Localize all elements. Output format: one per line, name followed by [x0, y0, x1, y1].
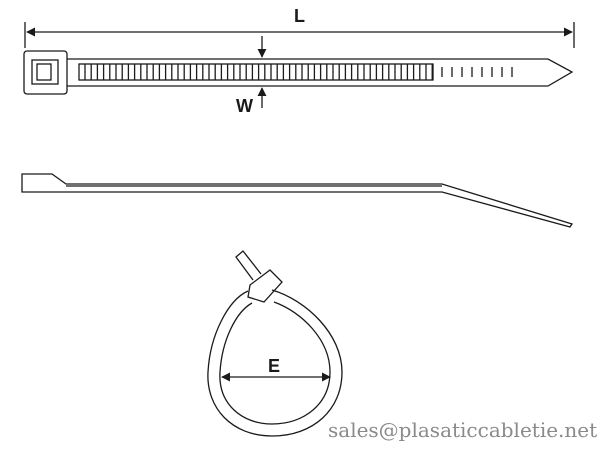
tie-head — [23, 50, 68, 95]
top-view — [23, 22, 575, 108]
loop-outer — [207, 289, 343, 437]
serration-teeth — [84, 64, 433, 80]
diameter-label: E — [268, 356, 280, 376]
serrated-band — [78, 63, 434, 81]
loop-view — [207, 250, 343, 437]
loop-inner — [219, 301, 331, 425]
side-view — [21, 173, 574, 228]
loop-tail — [235, 250, 262, 281]
side-profile — [21, 173, 574, 228]
tie-head-window — [31, 59, 59, 85]
tie-strap — [67, 58, 574, 87]
tie-head-pawl — [36, 63, 52, 81]
watermark: sales@plasaticcabletie.net — [328, 418, 598, 442]
length-label: L — [294, 6, 305, 26]
width-label: W — [236, 96, 253, 116]
tail-ticks — [441, 67, 513, 77]
loop-head — [247, 269, 283, 303]
